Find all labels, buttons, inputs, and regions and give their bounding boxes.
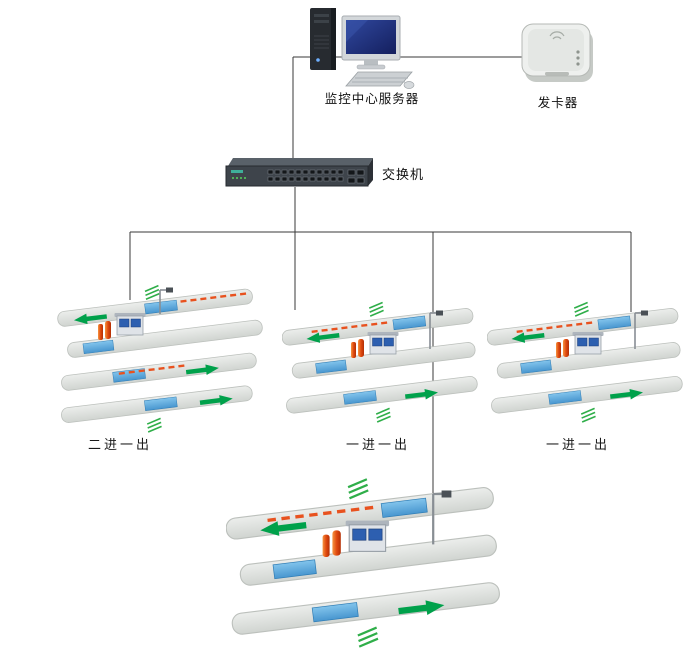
switch-leds bbox=[232, 177, 246, 179]
antenna-arcs-icon bbox=[549, 31, 565, 40]
station-3-label: 一进一出 bbox=[545, 438, 610, 453]
computer-mouse bbox=[403, 81, 415, 89]
indicator-dots bbox=[576, 50, 580, 66]
card-issuer-label: 发卡器 bbox=[537, 95, 579, 110]
station-1-label: 二进一出 bbox=[87, 438, 152, 453]
station-3 bbox=[487, 293, 687, 433]
server-label: 监控中心服务器 bbox=[324, 91, 420, 106]
computer-tower bbox=[310, 8, 336, 70]
server-node bbox=[310, 8, 415, 89]
switch-label: 交换机 bbox=[382, 168, 425, 183]
computer-monitor bbox=[341, 15, 401, 70]
switch-ports bbox=[267, 169, 365, 184]
switch-logo bbox=[231, 170, 243, 173]
station-1 bbox=[55, 278, 265, 433]
computer-keyboard bbox=[345, 71, 413, 87]
switch-node bbox=[225, 158, 373, 187]
station-2-label: 一进一出 bbox=[345, 438, 410, 453]
card-slot bbox=[545, 72, 569, 76]
station-4 bbox=[226, 466, 506, 662]
card-issuer-node bbox=[521, 23, 593, 82]
station-2 bbox=[282, 293, 482, 433]
